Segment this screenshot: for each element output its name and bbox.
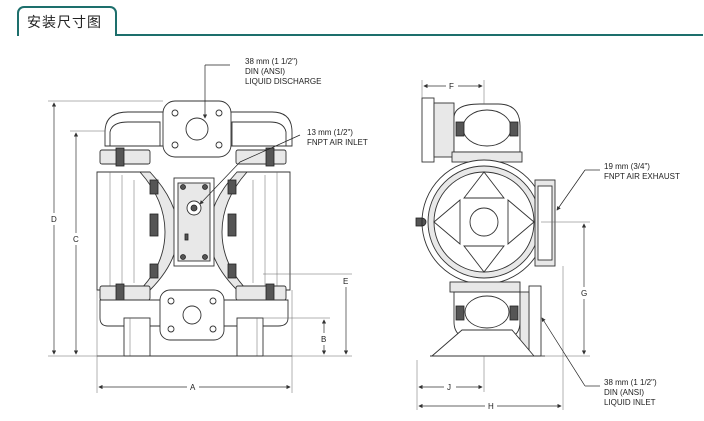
- liquid-inlet-callout-name: LIQUID INLET: [604, 398, 656, 407]
- header-tab: [17, 6, 117, 36]
- air-inlet-callout-name: FNPT AIR INLET: [307, 138, 368, 147]
- liquid-inlet-callout-size: 38 mm (1 1/2"): [604, 378, 657, 387]
- dim-label-g: G: [581, 289, 587, 298]
- air-inlet-callout-size: 13 mm (1/2"): [307, 128, 353, 137]
- discharge-port: [185, 117, 209, 141]
- side-discharge-flange: [421, 97, 435, 163]
- side-base: [430, 329, 535, 357]
- air-exhaust-callout-size: 19 mm (3/4"): [604, 162, 650, 171]
- dim-label-a: A: [190, 383, 196, 392]
- clamp-bolt: [149, 213, 159, 237]
- header-underline: [115, 34, 703, 36]
- flange-bolt: [171, 109, 179, 117]
- left-foot: [123, 317, 151, 357]
- flange-bolt: [215, 141, 223, 149]
- discharge-callout-size: 38 mm (1 1/2"): [245, 57, 298, 66]
- dim-label-j: J: [447, 383, 451, 392]
- clamp-band: [99, 285, 151, 301]
- page-title: 安装尺寸图: [27, 15, 102, 31]
- front-view: D C E B A 38 mm (1 1/2") DIN (ANSI) LIQU…: [48, 57, 368, 393]
- dim-label-c: C: [73, 235, 79, 244]
- clamp-bolt: [227, 213, 237, 237]
- air-exhaust-callout-name: FNPT AIR EXHAUST: [604, 172, 680, 181]
- right-foot: [236, 317, 264, 357]
- flange-bolt: [171, 141, 179, 149]
- dim-label-f: F: [449, 82, 454, 91]
- discharge-callout-standard: DIN (ANSI): [245, 67, 285, 76]
- dim-label-h: H: [488, 402, 494, 411]
- side-center-hub: [469, 207, 499, 237]
- clamp-band: [235, 149, 287, 165]
- liquid-inlet-callout-standard: DIN (ANSI): [604, 388, 644, 397]
- inlet-port: [182, 305, 202, 325]
- dim-label-b: B: [321, 335, 326, 344]
- side-inlet-flange: [528, 285, 542, 357]
- right-manifold-elbow: [231, 121, 287, 147]
- flange-bolt: [215, 109, 223, 117]
- discharge-callout-name: LIQUID DISCHARGE: [245, 77, 321, 86]
- side-view: F J H G 19 mm (3/4") FNPT AIR EXHAUST 38…: [415, 80, 680, 412]
- dim-label-e: E: [343, 277, 348, 286]
- clamp-bolt: [265, 147, 275, 167]
- clamp-bolt: [115, 147, 125, 167]
- dim-label-d: D: [51, 215, 57, 224]
- left-manifold-elbow: [109, 121, 161, 147]
- clamp-band: [235, 285, 287, 301]
- clamp-band: [99, 149, 151, 165]
